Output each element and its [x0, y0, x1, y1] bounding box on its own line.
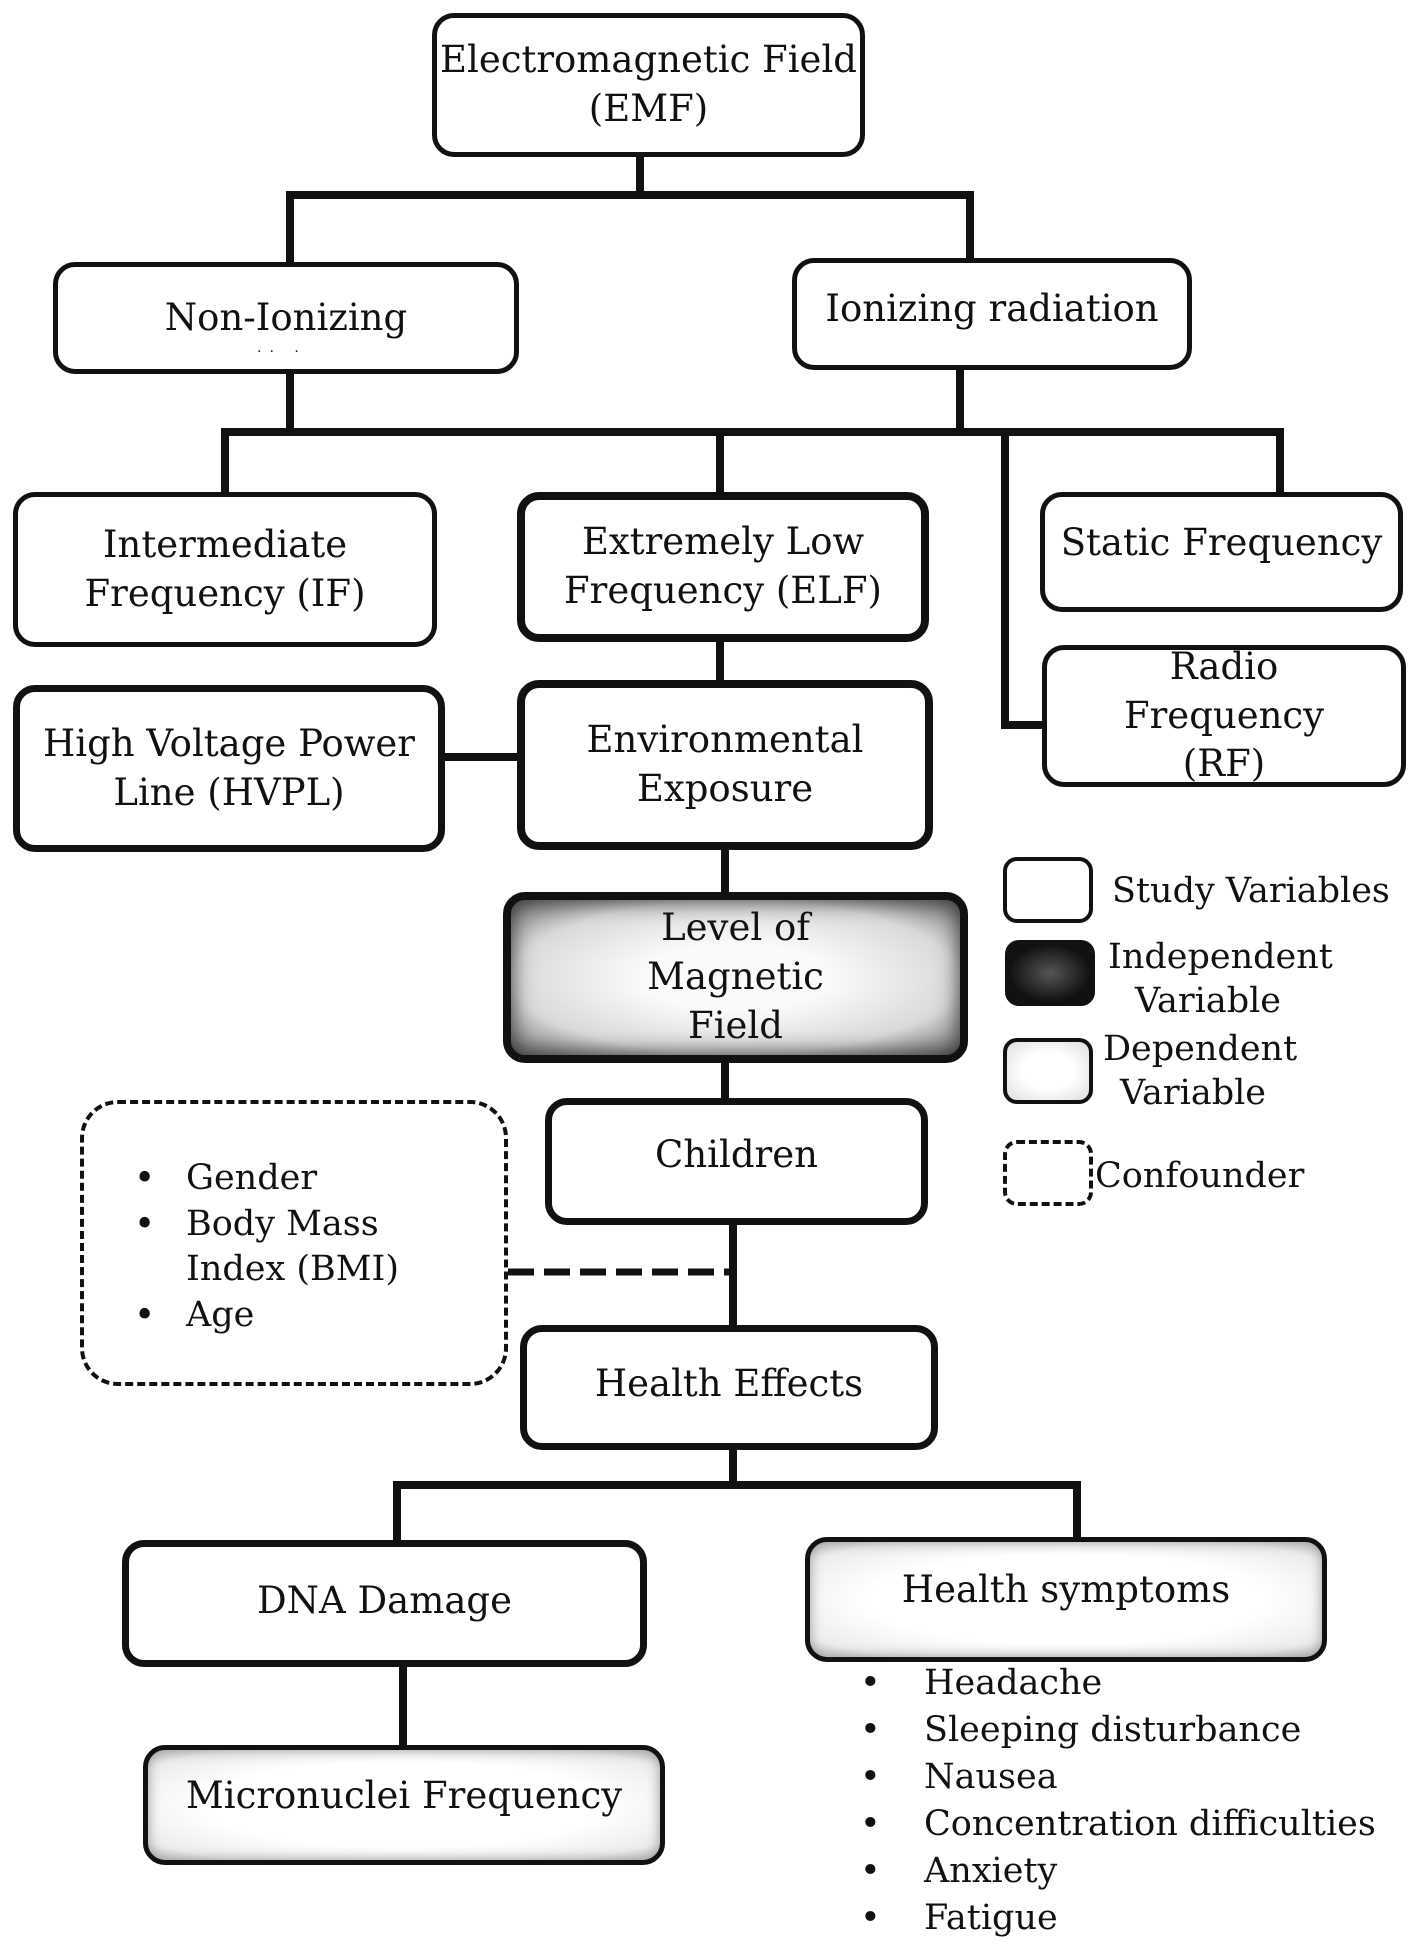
node-intermediate-frequency-label: Intermediate Frequency (IF) — [84, 522, 366, 615]
symptom-item: Fatigue — [860, 1895, 1376, 1942]
confounder-list: Gender Body Mass Index (BMI) Age — [84, 1104, 416, 1339]
symptom-item: Anxiety — [860, 1848, 1376, 1895]
legend-label-study: Study Variables — [1112, 871, 1390, 911]
edge-ionizing-branch — [956, 364, 1046, 729]
confounder-item: Age — [134, 1293, 416, 1339]
legend-label-independent: Independent Variable — [1108, 937, 1333, 1021]
node-radio-frequency-label: Radio Frequency (RF) — [1123, 644, 1325, 786]
symptom-item: Nausea — [860, 1754, 1376, 1801]
symptom-item: Sleeping disturbance — [860, 1707, 1376, 1754]
health-symptoms-list: Headache Sleeping disturbance Nausea Con… — [860, 1660, 1376, 1942]
stray-marks: .. . — [257, 340, 307, 356]
node-high-voltage-power-line-label: High Voltage Power Line (HVPL) — [42, 721, 415, 814]
node-non-ionizing-label: Non-Ionizing — [164, 295, 408, 339]
node-emf-label: Electromagnetic Field (EMF) — [440, 38, 857, 130]
confounder-item: Body Mass Index (BMI) — [134, 1202, 416, 1293]
node-environmental-exposure-label: Environmental Exposure — [586, 718, 864, 810]
node-children-label: Children — [655, 1133, 818, 1176]
node-static-frequency: Static Frequency — [1040, 492, 1403, 612]
node-level-of-magnetic-field-label: Level of Magnetic Field — [647, 906, 824, 1047]
node-level-of-magnetic-field: Level of Magnetic Field — [503, 892, 968, 1063]
edge-nonionizing-bus — [221, 368, 1284, 496]
node-micronuclei-frequency: Micronuclei Frequency — [143, 1745, 665, 1865]
node-static-frequency-label: Static Frequency — [1060, 521, 1383, 564]
node-intermediate-frequency: Intermediate Frequency (IF) — [13, 492, 437, 647]
node-health-effects-label: Health Effects — [594, 1362, 864, 1405]
node-health-symptoms: Health symptoms — [805, 1537, 1327, 1662]
node-extremely-low-frequency-label: Extremely Low Frequency (ELF) — [563, 520, 882, 612]
node-micronuclei-frequency-label: Micronuclei Frequency — [185, 1773, 623, 1817]
node-children: Children — [545, 1098, 928, 1225]
legend-swatch-confounder — [1003, 1140, 1093, 1206]
node-radio-frequency: Radio Frequency (RF) — [1042, 645, 1406, 787]
edge-health-split — [393, 1443, 1081, 1544]
node-extremely-low-frequency: Extremely Low Frequency (ELF) — [517, 492, 929, 642]
legend-swatch-independent — [1005, 940, 1095, 1006]
node-health-effects: Health Effects — [520, 1325, 938, 1450]
node-emf: Electromagnetic Field (EMF) — [432, 13, 865, 157]
node-dna-damage: DNA Damage — [122, 1540, 647, 1667]
legend-label-confounder: Confounder — [1095, 1156, 1305, 1196]
legend-swatch-study — [1003, 857, 1093, 923]
node-ionizing-radiation-label: Ionizing radiation — [825, 287, 1159, 330]
confounder-item: Gender — [134, 1156, 416, 1202]
node-confounders: Gender Body Mass Index (BMI) Age — [80, 1100, 508, 1386]
legend-swatch-dependent — [1003, 1038, 1093, 1104]
node-high-voltage-power-line: High Voltage Power Line (HVPL) — [13, 685, 445, 852]
node-environmental-exposure: Environmental Exposure — [517, 680, 933, 850]
edge-emf-split — [286, 153, 974, 266]
symptom-item: Headache — [860, 1660, 1376, 1707]
node-non-ionizing: Non-Ionizing — [53, 262, 519, 374]
symptom-item: Concentration difficulties — [860, 1801, 1376, 1848]
legend-label-dependent: Dependent Variable — [1103, 1029, 1298, 1113]
node-dna-damage-label: DNA Damage — [257, 1579, 512, 1622]
node-health-symptoms-label: Health symptoms — [901, 1568, 1231, 1611]
node-ionizing-radiation: Ionizing radiation — [792, 258, 1192, 370]
